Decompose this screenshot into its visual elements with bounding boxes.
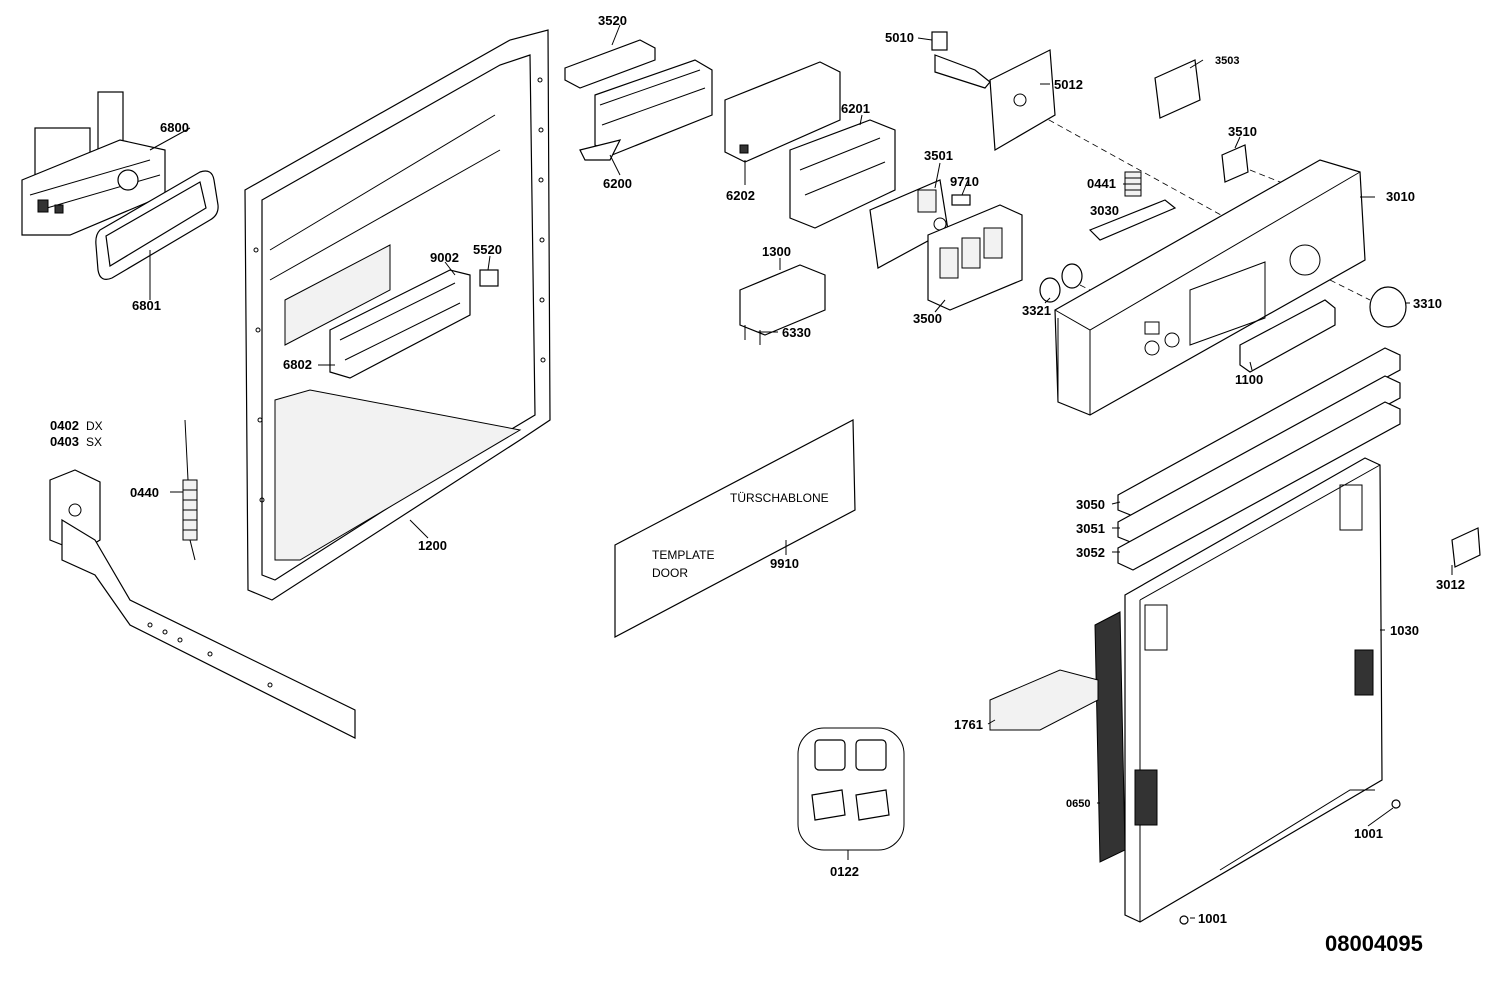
part-1030-outer-panel — [1124, 457, 1383, 923]
part-3310-knob — [1369, 286, 1407, 328]
label-dx: DX — [86, 419, 103, 433]
label-6201: 6201 — [841, 101, 870, 116]
label-0440: 0440 — [130, 485, 159, 500]
label-9910: 9910 — [770, 556, 799, 571]
frame-holes — [253, 77, 546, 503]
label-3500: 3500 — [913, 311, 942, 326]
label-3321: 3321 — [1022, 303, 1051, 318]
part-5010-actuator — [931, 31, 991, 89]
part-3030-rail — [1088, 199, 1177, 241]
label-0441: 0441 — [1087, 176, 1116, 191]
label-5010: 5010 — [885, 30, 914, 45]
template-label-de: TÜRSCHABLONE — [730, 491, 829, 505]
part-3501-pcb — [869, 179, 949, 269]
label-3052: 3052 — [1076, 545, 1105, 560]
template-label-en-2: DOOR — [652, 566, 688, 580]
label-6202: 6202 — [726, 188, 755, 203]
label-3050: 3050 — [1076, 497, 1105, 512]
label-0402: 0402 — [50, 418, 79, 433]
part-5520-latch — [479, 269, 499, 287]
label-1300: 1300 — [762, 244, 791, 259]
label-sx: SX — [86, 435, 102, 449]
part-0441-spring — [1124, 171, 1142, 197]
part-3321-buttons — [1039, 263, 1083, 303]
part-5012-plate — [989, 49, 1056, 152]
part-6201-housing — [789, 119, 896, 229]
template-text: TÜRSCHABLONE TEMPLATE DOOR — [652, 491, 829, 580]
label-0650: 0650 — [1066, 798, 1090, 810]
part-6801-gasket — [95, 170, 219, 280]
label-1200: 1200 — [418, 538, 447, 553]
part-labels: 3520 6200 6202 6201 5010 5012 3503 3510 … — [50, 13, 1465, 926]
label-1100: 1100 — [1235, 372, 1263, 387]
label-3051: 3051 — [1076, 521, 1105, 536]
part-3500-keypad — [927, 204, 1023, 311]
part-3510-clip — [1221, 144, 1249, 183]
label-3012: 3012 — [1436, 577, 1465, 592]
label-1030: 1030 — [1390, 623, 1419, 638]
part-6800-module — [21, 91, 166, 236]
label-3030: 3030 — [1090, 203, 1119, 218]
label-3310: 3310 — [1413, 296, 1442, 311]
part-1100-handle — [1239, 299, 1336, 373]
label-9710: 9710 — [950, 174, 979, 189]
part-3503-pad — [1154, 59, 1201, 119]
part-0122-kit — [797, 727, 905, 851]
label-6800: 6800 — [160, 120, 189, 135]
label-3520: 3520 — [598, 13, 627, 28]
part-3050-strip — [1117, 347, 1401, 517]
part-9710-pad — [951, 194, 971, 206]
part-9910-template — [614, 419, 856, 638]
label-9002: 9002 — [430, 250, 459, 265]
part-0440-spring — [182, 419, 198, 561]
label-6330: 6330 — [782, 325, 811, 340]
label-1001-right: 1001 — [1354, 826, 1383, 841]
part-3012-bracket — [1451, 527, 1481, 568]
label-1761: 1761 — [954, 717, 983, 732]
label-0122: 0122 — [830, 864, 859, 879]
part-3010-control-panel — [1054, 159, 1366, 416]
label-6801: 6801 — [132, 298, 161, 313]
template-label-en-1: TEMPLATE — [652, 548, 714, 562]
label-6200: 6200 — [603, 176, 632, 191]
label-3510: 3510 — [1228, 124, 1257, 139]
part-9002-handle-bracket — [329, 269, 471, 379]
part-1761-insulation — [989, 669, 1099, 731]
drawing-reference-number: 08004095 — [1325, 931, 1423, 956]
part-3051-strip — [1117, 375, 1401, 544]
part-3520-cover — [564, 39, 656, 89]
label-5520: 5520 — [473, 242, 502, 257]
label-3010: 3010 — [1386, 189, 1415, 204]
part-3052-strip — [1117, 401, 1401, 571]
part-0650-seal-strip — [1094, 611, 1126, 863]
part-6202-bracket — [724, 61, 841, 163]
label-0403: 0403 — [50, 434, 79, 449]
label-3503: 3503 — [1215, 55, 1239, 67]
part-1001-screws — [1179, 799, 1401, 925]
label-5012: 5012 — [1054, 77, 1083, 92]
label-6802: 6802 — [283, 357, 312, 372]
label-1001-bottom: 1001 — [1198, 911, 1227, 926]
part-0402-hinge — [49, 469, 356, 739]
part-6200-board — [579, 59, 713, 161]
leader-lines — [149, 24, 1453, 919]
label-3501: 3501 — [924, 148, 953, 163]
